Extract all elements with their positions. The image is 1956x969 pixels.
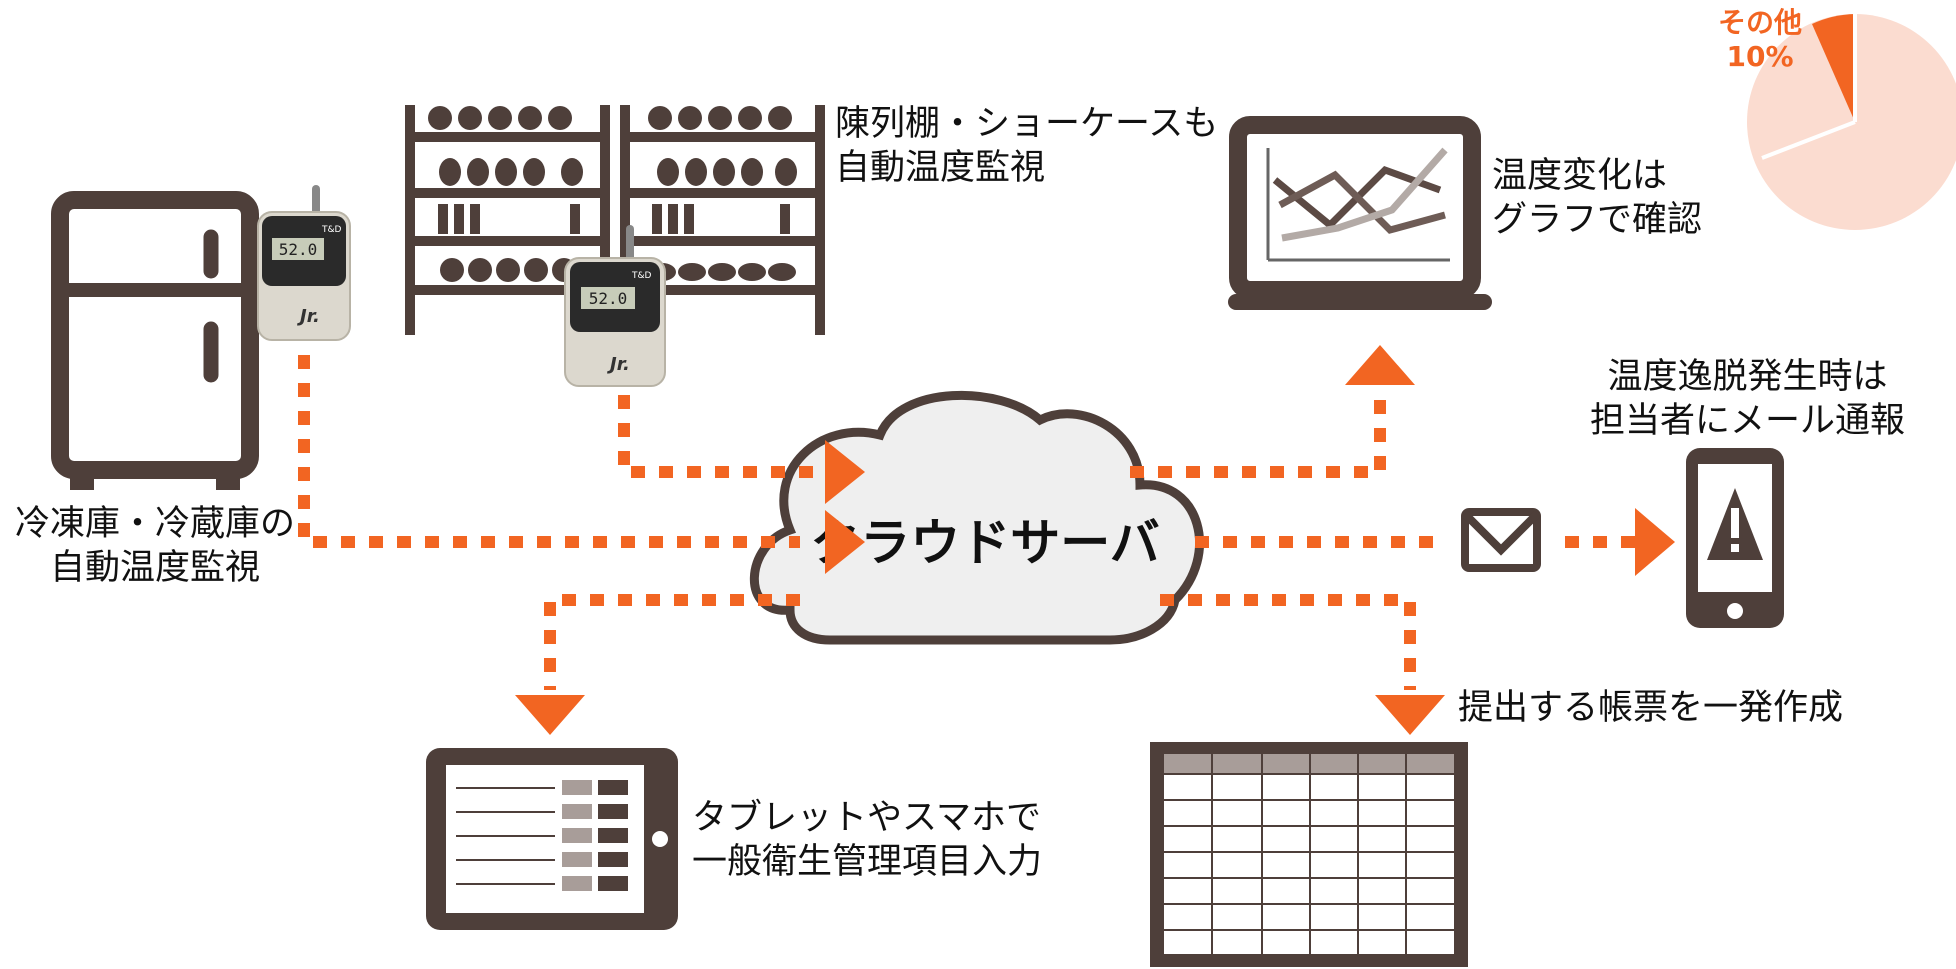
svg-text:Jr.: Jr. xyxy=(607,354,630,375)
pie-other-label: その他 10% xyxy=(1717,6,1802,73)
device-1-display: 52.0 xyxy=(279,240,318,259)
freezer-label: 冷凍庫・冷蔵庫の 自動温度監視 xyxy=(14,504,295,588)
pie-slice-other xyxy=(1812,14,1855,122)
alert-label: 温度逸脱発生時は 担当者にメール通報 xyxy=(1590,357,1906,441)
cloud-server: クラウドサーバ xyxy=(749,390,1204,645)
svg-text:Jr.: Jr. xyxy=(297,306,320,327)
arrow-cloud-to-report xyxy=(1160,594,1416,690)
svg-text:T&D: T&D xyxy=(631,271,652,281)
svg-text:T&D: T&D xyxy=(321,225,342,235)
data-logger-device-2: 52.0 T&D Jr. xyxy=(564,225,666,387)
shelf-icon xyxy=(405,105,825,335)
graph-label: 温度変化は グラフで確認 xyxy=(1492,156,1703,240)
arrowhead-laptop xyxy=(1345,345,1415,385)
mail-icon xyxy=(1461,508,1541,572)
refrigerator-icon xyxy=(51,191,259,490)
cloud-title: クラウドサーバ xyxy=(810,514,1160,572)
data-logger-device-1: 52.0 T&D Jr. xyxy=(257,185,351,341)
arrow-freezer-to-cloud xyxy=(298,355,800,548)
arrow-cloud-to-laptop xyxy=(1130,390,1386,478)
tablet-icon xyxy=(426,748,678,930)
report-label: 提出する帳票を一発作成 xyxy=(1458,688,1844,728)
tablet-label: タブレットやスマホで 一般衛生管理項目入力 xyxy=(692,798,1043,882)
arrowhead-phone xyxy=(1635,508,1675,576)
arrow-heads xyxy=(515,345,1675,735)
arrowhead-report xyxy=(1375,695,1445,735)
arrow-cloud-to-tablet xyxy=(544,594,800,690)
pie-chart xyxy=(1747,14,1956,230)
arrowhead-tablet xyxy=(515,695,585,735)
shelf-label: 陳列棚・ショーケースも 自動温度監視 xyxy=(835,104,1219,188)
report-table-icon xyxy=(1150,742,1468,967)
connector-arrows xyxy=(298,355,1640,690)
laptop-graph-icon xyxy=(1228,116,1492,310)
arrowhead-freezer xyxy=(825,510,865,574)
smartphone-alert-icon xyxy=(1686,448,1784,628)
arrowhead-shelf xyxy=(825,440,865,504)
device-2-display: 52.0 xyxy=(589,289,628,308)
